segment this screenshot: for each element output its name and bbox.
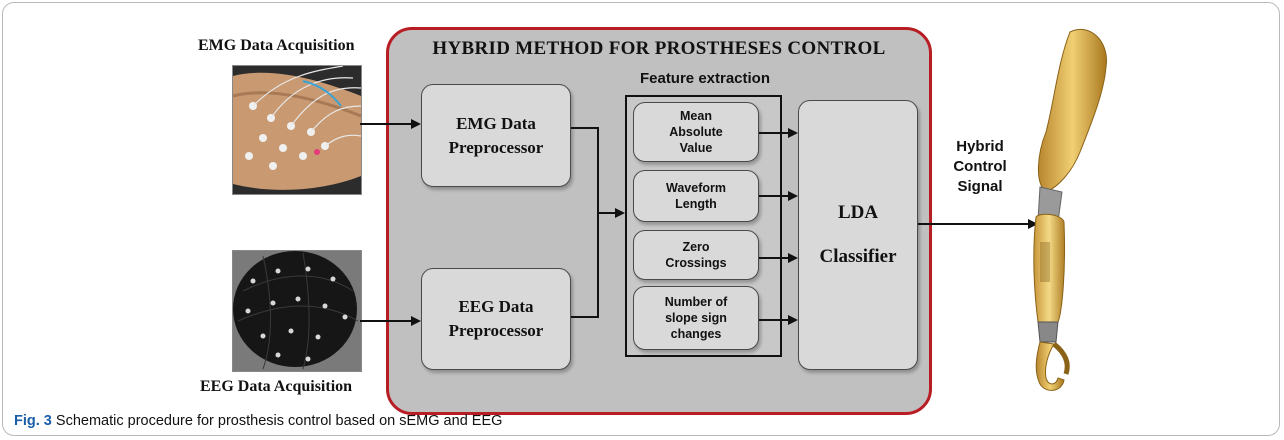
emg-preprocessor-line-1: EMG Data — [456, 113, 536, 133]
eeg-acquisition-label: EEG Data Acquisition — [200, 378, 353, 395]
feature-zero-line-2: Crossings — [665, 256, 727, 270]
feature-zero-line-1: Zero — [682, 240, 710, 254]
feature-waveform-line-1: Waveform — [666, 181, 726, 195]
feature-zero-crossings-box: Zero Crossings — [633, 230, 759, 280]
feature-mav-line-3: Value — [679, 141, 713, 155]
eeg-acquisition-photo — [232, 250, 362, 372]
emg-acquisition-photo — [232, 65, 362, 195]
emg-preprocessor-line-2: Preprocessor — [448, 137, 544, 157]
output-label-line-2: Control — [953, 158, 1007, 175]
classifier-line-1: LDA — [837, 202, 879, 223]
eeg-to-merge-line — [571, 213, 599, 318]
hybrid-control-signal-label: Hybrid Control Signal — [940, 137, 1020, 197]
lda-classifier-box: LDA Classifier — [798, 100, 918, 370]
feature-waveform-line-2: Length — [675, 197, 717, 211]
output-label-line-3: Signal — [957, 178, 1003, 195]
feature-mav-line-2: Absolute — [669, 125, 723, 139]
eeg-preprocessor-line-1: EEG Data — [458, 297, 534, 316]
feature-slope-line-2: slope sign — [665, 311, 727, 325]
caption-label: Fig. 3 — [14, 413, 52, 429]
eeg-preprocessor-box: EEG Data Preprocessor — [421, 268, 571, 370]
emg-preprocessor-box: EMG Data Preprocessor — [421, 84, 571, 187]
emg-acquisition-label: EMG Data Acquisition — [198, 37, 355, 54]
output-label-line-1: Hybrid — [956, 138, 1004, 155]
feature-slope-line-1: Number of — [664, 295, 728, 309]
feature-extraction-label: Feature extraction — [639, 70, 771, 87]
emg-to-merge-line — [571, 127, 599, 213]
classifier-line-2: Classifier — [819, 246, 897, 267]
feature-mav-line-1: Mean — [680, 109, 712, 123]
feature-slope-line-3: changes — [670, 327, 722, 341]
feature-mav-box: Mean Absolute Value — [633, 102, 759, 162]
feature-waveform-length-box: Waveform Length — [633, 170, 759, 222]
figure-caption: Fig. 3 Schematic procedure for prosthesi… — [14, 413, 502, 429]
feature-slope-sign-box: Number of slope sign changes — [633, 286, 759, 350]
eeg-preprocessor-line-2: Preprocessor — [448, 321, 544, 340]
prosthetic-arm-image — [1033, 29, 1107, 391]
hybrid-method-title: HYBRID METHOD FOR PROSTHESES CONTROL — [432, 38, 886, 59]
caption-text: Schematic procedure for prosthesis contr… — [55, 413, 503, 429]
